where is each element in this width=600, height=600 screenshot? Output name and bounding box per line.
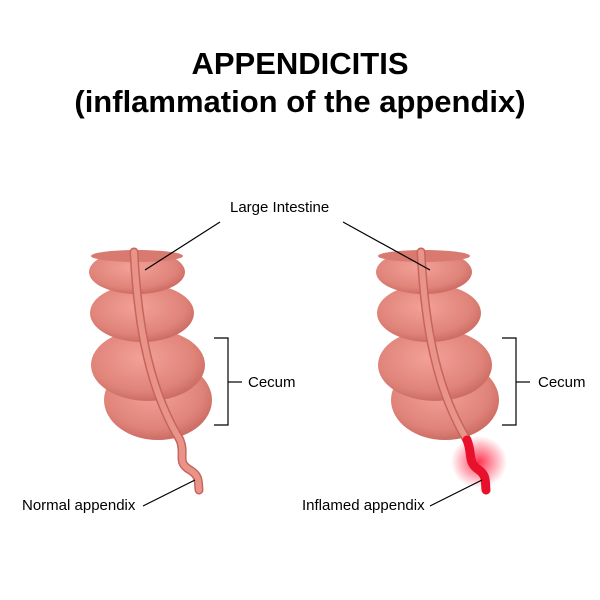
title-line-2: (inflammation of the appendix) <box>74 84 526 119</box>
inflamed-intestine-illustration <box>376 247 507 495</box>
cecum-label-right: Cecum <box>538 374 586 391</box>
normal-intestine-illustration <box>89 247 212 495</box>
normal-appendix-label: Normal appendix <box>22 497 136 514</box>
cecum-label-left: Cecum <box>248 374 296 391</box>
inflamed-appendix-label: Inflamed appendix <box>302 497 425 514</box>
leader-lines <box>142 221 530 507</box>
title-line-1: APPENDICITIS <box>191 46 409 81</box>
large-intestine-label: Large Intestine <box>230 199 330 216</box>
